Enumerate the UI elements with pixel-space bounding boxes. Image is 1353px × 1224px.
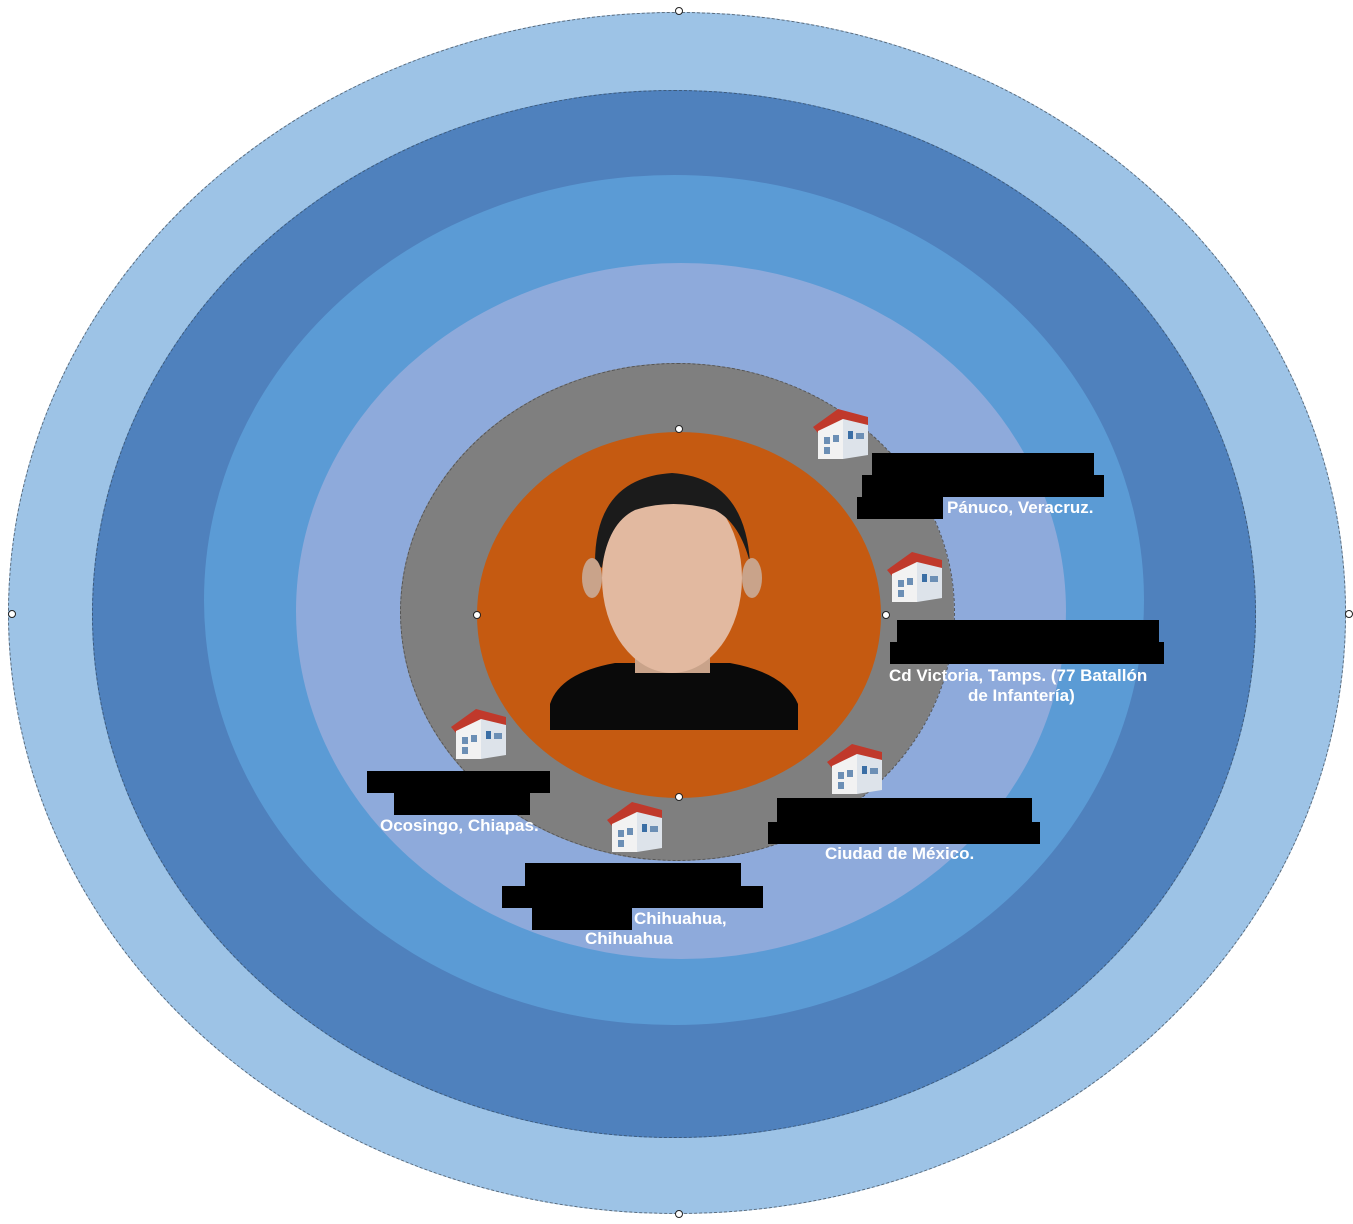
person-silhouette-icon <box>540 468 805 738</box>
location-label-cd-victoria-line1: Cd Victoria, Tamps. (77 Batallón <box>889 666 1147 685</box>
house-icon <box>822 740 888 796</box>
selection-handle-left[interactable] <box>8 610 16 618</box>
selection-handle-inner-top[interactable] <box>675 425 683 433</box>
selection-handle-right[interactable] <box>1345 610 1353 618</box>
redaction-bar <box>862 475 1104 497</box>
selection-handle-bottom[interactable] <box>675 1210 683 1218</box>
redaction-bar <box>768 822 1040 844</box>
location-label-ocosingo: Ocosingo, Chiapas. <box>380 816 539 835</box>
location-label-chihuahua-line2: Chihuahua <box>585 929 673 948</box>
selection-handle-inner-bottom[interactable] <box>675 793 683 801</box>
redaction-bar <box>532 908 632 930</box>
redaction-bar <box>525 863 741 886</box>
redaction-bar <box>777 798 1032 822</box>
selection-handle-inner-right[interactable] <box>882 611 890 619</box>
redaction-bar <box>890 642 1164 664</box>
redaction-bar <box>394 793 530 815</box>
location-label-panuco: Pánuco, Veracruz. <box>947 498 1093 517</box>
selection-handle-inner-left[interactable] <box>473 611 481 619</box>
house-icon <box>602 798 668 854</box>
redaction-bar <box>897 620 1159 642</box>
redaction-bar <box>367 771 550 793</box>
redaction-bar <box>872 453 1094 475</box>
house-icon <box>882 548 948 604</box>
location-label-ciudad-de-mexico: Ciudad de México. <box>825 844 974 863</box>
house-icon <box>446 705 512 761</box>
house-icon <box>808 405 874 461</box>
location-label-chihuahua-line1: Chihuahua, <box>634 909 727 928</box>
location-label-cd-victoria-line2: de Infantería) <box>968 686 1075 705</box>
selection-handle-top[interactable] <box>675 7 683 15</box>
redaction-bar <box>857 497 943 519</box>
redaction-bar <box>502 886 763 908</box>
